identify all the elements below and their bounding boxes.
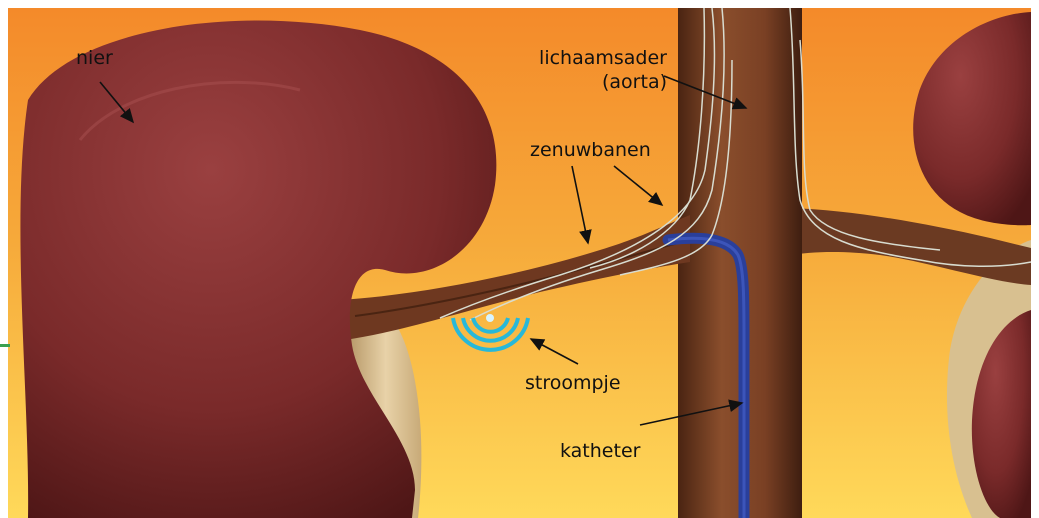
- label-aorta-line2: (aorta): [505, 71, 667, 95]
- label-aorta: lichaamsader (aorta): [505, 47, 667, 95]
- label-stroompje: stroompje: [525, 372, 621, 396]
- label-aorta-line1: lichaamsader: [505, 47, 667, 71]
- edge-accent: [0, 344, 10, 347]
- electrode-tip: [486, 314, 494, 322]
- label-zenuwbanen: zenuwbanen: [530, 139, 651, 163]
- label-katheter: katheter: [560, 440, 640, 464]
- label-nier: nier: [76, 47, 113, 71]
